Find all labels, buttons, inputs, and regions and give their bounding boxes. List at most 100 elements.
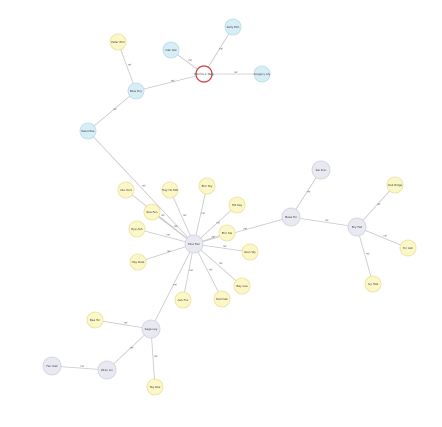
graph-node[interactable]: Blue Dry: [127, 82, 145, 100]
node-label: Hill Key: [232, 203, 243, 207]
node-circle: [253, 65, 271, 83]
edge-line: [356, 184, 396, 228]
node-label: Ole Yard: [120, 188, 132, 192]
edge-label: rel: [384, 234, 388, 238]
edge-label: rel: [154, 354, 158, 358]
edge-line: [193, 204, 238, 245]
node-label: Peter Elm: [111, 40, 125, 44]
edge-label: rel: [377, 202, 381, 206]
node-circle: [128, 220, 146, 238]
edge-label: rel: [113, 107, 117, 111]
graph-node[interactable]: Tay Roe: [146, 378, 164, 396]
edge-line: [356, 226, 374, 285]
edge-label: rel: [171, 79, 175, 83]
graph-node[interactable]: Hill Key: [228, 196, 246, 214]
edge-label: rel: [174, 224, 178, 228]
edge-label: rel: [167, 249, 171, 253]
graph-node[interactable]: Oak Ridge: [386, 176, 404, 194]
graph-node[interactable]: Norma C Twig: [194, 65, 214, 83]
node-circle: [347, 217, 367, 237]
edge-label: rel: [212, 235, 216, 239]
graph-node[interactable]: Elm Tay: [198, 177, 216, 195]
edge-line: [193, 243, 243, 287]
edge-line: [87, 90, 137, 132]
node-circle: [311, 160, 331, 180]
node-circle: [241, 243, 259, 261]
graph-node[interactable]: Ivy Hall: [364, 275, 382, 293]
edge-label: rel: [219, 261, 223, 265]
edge-line: [193, 216, 292, 245]
node-circle: [218, 224, 236, 242]
node-label: Oak Isle: [165, 48, 176, 52]
edge-label: rel: [124, 321, 128, 325]
graph-node[interactable]: Sage Ley: [141, 319, 161, 339]
node-circle: [127, 82, 145, 100]
edge-label: rel: [189, 58, 193, 62]
node-circle: [233, 277, 251, 295]
edge-label: rel: [174, 283, 178, 287]
graph-node[interactable]: Ash Fox: [174, 291, 192, 309]
node-label: Rye Ash: [131, 227, 142, 231]
edge-label: rel: [220, 47, 224, 51]
graph-node[interactable]: Peter Elm: [109, 33, 127, 51]
graph-node[interactable]: Bay Lea: [233, 277, 251, 295]
node-label: Blue Dry: [130, 89, 142, 93]
node-circle: [213, 290, 231, 308]
node-circle: [386, 176, 404, 194]
node-label: Glen Wy: [244, 250, 256, 254]
graph-node[interactable]: Bry Fell: [347, 217, 367, 237]
node-circle: [224, 18, 242, 36]
graph-node[interactable]: Hay Dale: [129, 253, 147, 271]
edge-line: [135, 73, 205, 92]
graph-node[interactable]: Tor Ash: [399, 239, 417, 257]
graph-node[interactable]: Fen Oak: [42, 356, 62, 376]
node-circle: [79, 122, 97, 140]
edge-label: rel: [167, 233, 171, 237]
graph-node[interactable]: Bee Tor: [86, 311, 104, 329]
graph-node[interactable]: Dell Oak: [213, 290, 231, 308]
edge-line: [193, 185, 208, 245]
edge-label: rel: [183, 213, 187, 217]
node-circle: [143, 203, 161, 221]
edge-label: rel: [223, 244, 227, 248]
node-circle: [161, 181, 179, 199]
graph-node[interactable]: Hay Ho Mill: [161, 181, 179, 199]
node-circle: [162, 41, 180, 59]
graph-node[interactable]: Pine Fair: [184, 234, 204, 254]
node-label: Elm Tay: [202, 184, 213, 188]
edge-label: rel: [161, 213, 165, 217]
node-circle: [109, 33, 127, 51]
graph-node[interactable]: Kai Dun: [311, 160, 331, 180]
node-circle: [86, 311, 104, 329]
node-label: Kelly Elm: [227, 25, 240, 29]
graph-node[interactable]: Gregory Aly: [253, 65, 271, 83]
node-circle: [364, 275, 382, 293]
node-label: Mesa Tor: [285, 215, 298, 219]
node-label: Bee Tor: [90, 318, 101, 322]
graph-node[interactable]: Elm Kai: [218, 224, 236, 242]
node-circle: [198, 177, 216, 195]
node-label: Dell Oak: [216, 297, 228, 301]
graph-node[interactable]: Kelly Elm: [224, 18, 242, 36]
node-circle: [141, 319, 161, 339]
node-label: Norma C Twig: [194, 72, 213, 76]
edge-label: rel: [307, 190, 311, 194]
node-circle: [281, 207, 301, 227]
graph-node[interactable]: Glen Wy: [241, 243, 259, 261]
graph-node[interactable]: Ole Yard: [117, 181, 135, 199]
graph-node[interactable]: Oak Isle: [162, 41, 180, 59]
edge-line: [169, 189, 195, 245]
graph-node[interactable]: Wren Lin: [97, 360, 117, 380]
edge-label: rel: [366, 252, 370, 256]
graph-node[interactable]: Rye Ash: [128, 220, 146, 238]
graph-node[interactable]: Reed Pea: [79, 122, 97, 140]
graph-node[interactable]: Mesa Tor: [281, 207, 301, 227]
edge-line: [137, 243, 195, 263]
graph-node[interactable]: Roe Fen: [143, 203, 161, 221]
node-label: Ivy Hall: [368, 282, 379, 286]
edge-line: [150, 243, 195, 330]
edge-label: rel: [202, 211, 206, 215]
